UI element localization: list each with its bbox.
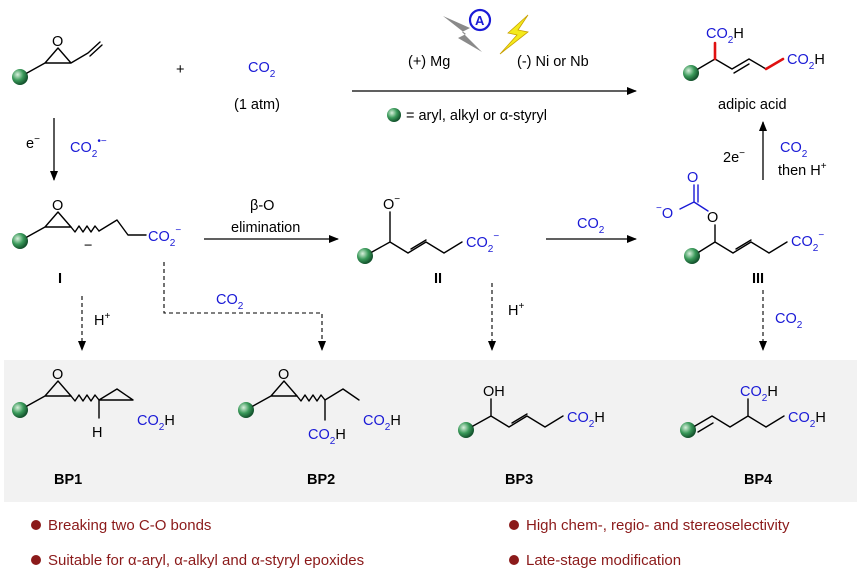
co2-step-label: CO2 [577,216,605,236]
svg-text:O: O [52,198,63,214]
badge-letter: A [475,13,485,28]
svg-text:CO2H: CO2H [308,427,346,447]
svg-text:O: O [52,34,63,50]
bp4-label: BP4 [744,472,772,488]
substituent-ball [12,233,28,249]
co2-up-label: CO2 [780,140,808,160]
substituent-ball [12,69,28,85]
svg-text:CO2H: CO2H [706,26,744,46]
anode-label: (+) Mg [408,54,450,70]
two-electron-label: 2e− [723,148,745,166]
pressure-label: (1 atm) [234,97,280,113]
svg-text:CO2H: CO2H [137,413,175,433]
svg-text:−O: −O [656,203,673,222]
bp2-label: BP2 [307,472,335,488]
svg-text:CO2H: CO2H [363,413,401,433]
yellow-lightning-icon [499,14,529,55]
substituent-ball [238,402,254,418]
intermediate-II-structure: O− CO2− [357,194,499,264]
svg-text:CO2−: CO2− [791,230,824,254]
substituent-ball [684,248,700,264]
bp3-label: BP3 [505,472,533,488]
svg-text:CO2H: CO2H [740,384,778,404]
bullet-left-2: Suitable for α-aryl, α-alkyl and α-styry… [48,552,364,569]
co2-reagent: CO2 [248,60,276,80]
bp2-structure: O CO2H CO2H [238,367,401,447]
svg-text:O: O [707,210,718,226]
grey-lightning-icon [443,16,482,52]
elimination-label: elimination [231,220,300,236]
h-plus-label-1: H+ [94,311,110,329]
substituent-ball [458,422,474,438]
legend-text: = aryl, alkyl or α-styryl [406,108,547,124]
svg-text:O: O [278,367,289,383]
beta-o-label: β-O [250,198,274,214]
bp4-structure: CO2H CO2H [680,384,826,438]
badge-circle [468,8,492,32]
product-name: adipic acid [718,97,787,113]
dashed-arrow-bp2 [163,262,326,351]
substituent-ball [357,248,373,264]
svg-text:−: − [84,238,92,254]
radical-anion-label: CO2•− [70,136,107,160]
svg-text:O: O [687,170,698,186]
label-III: III [752,271,764,287]
label-II: II [434,271,442,287]
substituent-ball [683,65,699,81]
bullet-dot [509,520,519,530]
legend-ball [387,108,401,122]
byproduct-panel [4,360,857,502]
h-plus-label-2: H+ [508,301,524,319]
svg-text:CO2−: CO2− [466,231,499,255]
svg-text:O−: O− [383,194,400,213]
electrode-icons: A [443,8,529,55]
bullet-right-2: Late-stage modification [526,552,681,569]
vinyl-epoxide: O [12,34,103,85]
label-I: I [58,271,62,287]
substituent-ball [680,422,696,438]
bullet-dot [31,555,41,565]
bullet-dot [509,555,519,565]
svg-text:H: H [92,425,102,441]
adipic-acid-structure: CO2H CO2H [683,26,825,81]
substituent-ball [12,402,28,418]
bullet-right-1: High chem-, regio- and stereoselectivity [526,517,790,534]
co2-bp4-label: CO2 [775,311,803,331]
intermediate-I-structure: O − CO2− [12,198,181,254]
cathode-label: (-) Ni or Nb [517,54,589,70]
svg-text:OH: OH [483,384,505,400]
svg-text:CO2H: CO2H [787,52,825,72]
plus-sign: + [176,62,184,78]
bp1-structure: O H CO2H [12,367,175,441]
then-h-label: then H+ [778,161,827,179]
electron-label: e− [26,134,40,152]
bp3-structure: OH CO2H [458,384,605,438]
svg-text:CO2H: CO2H [788,410,826,430]
co2-bp2-label: CO2 [216,292,244,312]
bullet-left-1: Breaking two C-O bonds [48,517,211,534]
svg-text:CO2H: CO2H [567,410,605,430]
bp1-label: BP1 [54,472,82,488]
svg-text:CO2−: CO2− [148,225,181,249]
bullet-dot [31,520,41,530]
intermediate-III-structure: O O −O CO2− [656,170,824,264]
svg-text:O: O [52,367,63,383]
